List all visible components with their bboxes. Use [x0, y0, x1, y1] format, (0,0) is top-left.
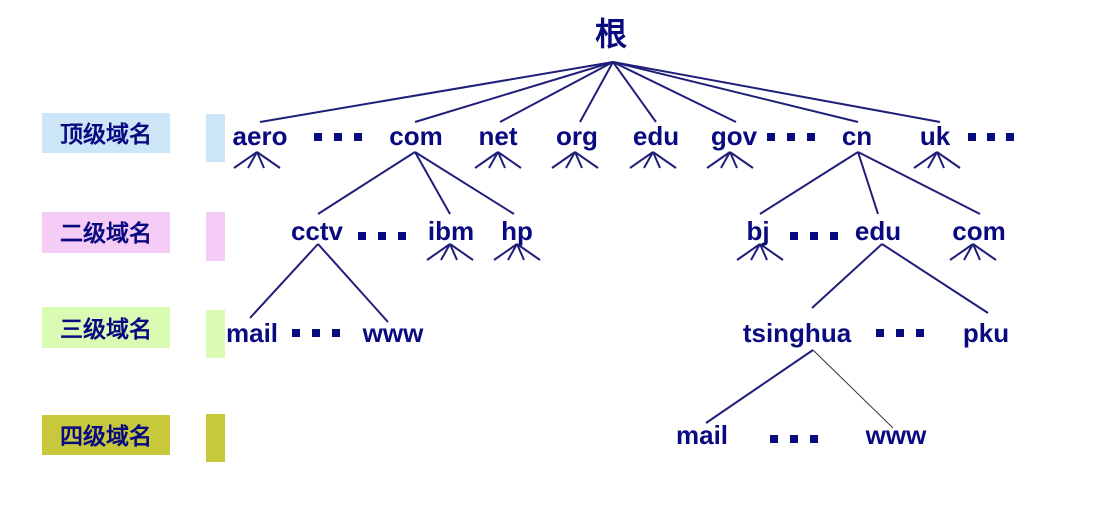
stub-uk	[913, 151, 961, 169]
level-2-label: 二级域名	[60, 220, 152, 247]
node-tsinghua: tsinghua	[743, 318, 852, 348]
edge-edu-tsinghua	[811, 243, 883, 309]
stub-ibm	[426, 243, 474, 261]
edge-cctv-www	[317, 243, 389, 323]
stub-hp	[493, 243, 541, 261]
node-tsinghua-www: www	[865, 420, 927, 450]
node-com: com	[389, 121, 442, 151]
ellipsis-gov-cn	[767, 133, 815, 141]
edge-root-gov	[612, 61, 737, 123]
node-org: org	[556, 121, 598, 151]
ellipsis-bj-edu	[790, 232, 838, 240]
level-3-label: 三级域名	[60, 316, 152, 343]
node-tsinghua-mail: mail	[676, 420, 728, 450]
level-1-label: 顶级域名	[60, 121, 152, 148]
node-cn: cn	[842, 121, 872, 151]
level-3-box	[42, 307, 170, 348]
level-1-bar	[206, 114, 225, 162]
stub-net	[474, 151, 522, 169]
level-4-label: 四级域名	[60, 423, 152, 450]
level-labels: 顶级域名 二级域名 三级域名 四级域名	[42, 113, 225, 462]
level-2-box	[42, 212, 170, 253]
node-cn-com: com	[952, 216, 1005, 246]
root-node: 根	[595, 15, 627, 53]
ellipsis-mail-www	[292, 329, 340, 337]
edge-root-uk	[612, 61, 941, 123]
node-hp: hp	[501, 216, 533, 246]
edge-root-cn	[612, 61, 859, 123]
edge-tsinghua-www	[812, 349, 894, 429]
node-cctv-www: www	[362, 318, 424, 348]
edge-root-edu	[612, 61, 657, 123]
ellipsis-dots	[292, 133, 1014, 443]
edge-com-ibm	[414, 151, 451, 215]
edge-cn-com	[857, 151, 981, 215]
edge-cn-bj	[759, 151, 859, 215]
tree-edges	[233, 61, 997, 429]
edge-cn-edu	[857, 151, 879, 215]
edge-com-cctv	[317, 151, 416, 215]
node-cctv: cctv	[291, 216, 344, 246]
stub-bj	[736, 243, 784, 261]
node-pku: pku	[963, 318, 1009, 348]
node-bj: bj	[746, 216, 769, 246]
edge-com-hp	[414, 151, 515, 215]
edge-root-net	[499, 61, 614, 123]
stub-cn-com	[949, 243, 997, 261]
ellipsis-after-uk	[968, 133, 1014, 141]
node-ibm: ibm	[428, 216, 474, 246]
node-aero: aero	[233, 121, 288, 151]
stub-gov	[706, 151, 754, 169]
edge-tsinghua-mail	[705, 349, 814, 424]
node-cn-edu: edu	[855, 216, 901, 246]
level-2-bar	[206, 212, 225, 261]
subtree-stubs	[233, 151, 997, 261]
edge-root-com	[414, 61, 614, 123]
node-labels: 根 aero com net org edu gov cn uk cctv ib…	[226, 15, 1009, 450]
ellipsis-cctv-ibm	[358, 232, 406, 240]
node-cctv-mail: mail	[226, 318, 278, 348]
stub-org	[551, 151, 599, 169]
edge-root-org	[579, 61, 614, 123]
node-gov: gov	[711, 121, 758, 151]
edge-edu-pku	[881, 243, 989, 314]
ellipsis-tsinghua-pku	[876, 329, 924, 337]
ellipsis-fourth-level	[770, 435, 818, 443]
stub-edu	[629, 151, 677, 169]
edge-cctv-mail	[249, 243, 319, 319]
level-1-box	[42, 113, 170, 153]
node-net: net	[479, 121, 518, 151]
level-3-bar	[206, 310, 225, 358]
node-uk: uk	[920, 121, 951, 151]
ellipsis-aero-com	[314, 133, 362, 141]
stub-aero	[233, 151, 281, 169]
level-4-box	[42, 415, 170, 455]
edge-root-aero	[259, 61, 614, 123]
node-edu: edu	[633, 121, 679, 151]
level-4-bar	[206, 414, 225, 462]
